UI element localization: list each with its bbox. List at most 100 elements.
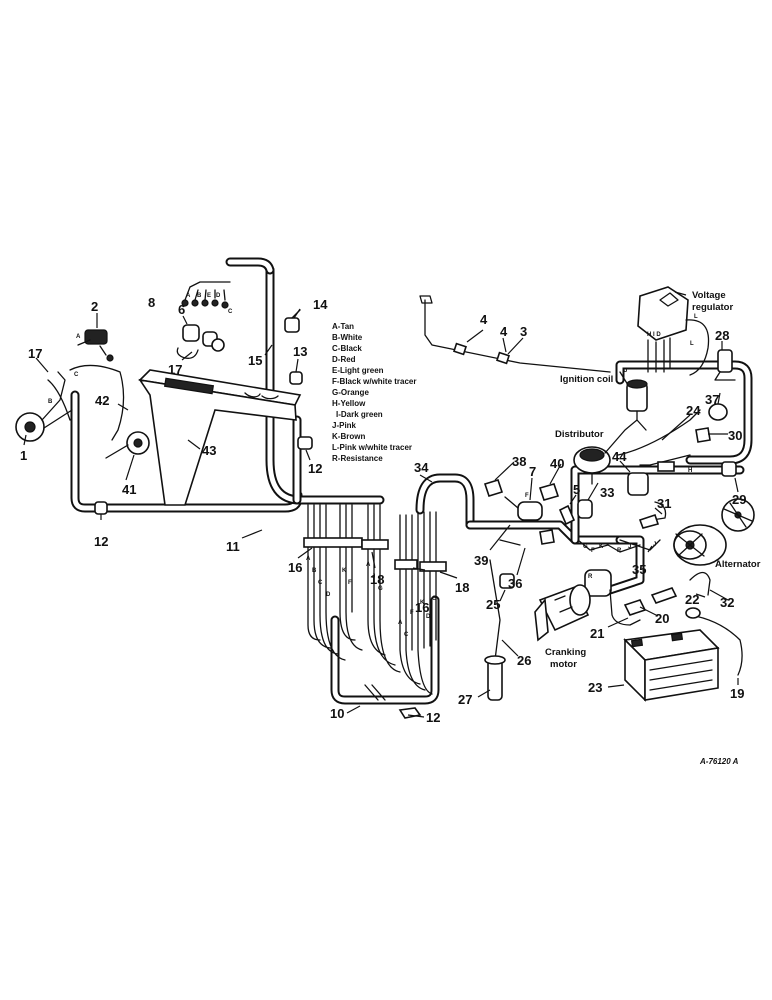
light-switch [15, 371, 73, 442]
cranking-motor [534, 584, 591, 642]
lower-loop-harness [330, 595, 440, 705]
wire-color-legend: A-Tan B-White C-Black D-Red E-Light gree… [332, 322, 416, 463]
headlight-wire [419, 295, 611, 373]
voltage-regulator: H I D L [637, 286, 710, 376]
callout-19: 19 [730, 686, 744, 701]
svg-text:F: F [591, 548, 595, 554]
part-44 [627, 454, 691, 496]
wire-letter: L [690, 341, 694, 347]
wire-letter: F [525, 493, 529, 499]
callout-18: 18 [370, 572, 384, 587]
cranking-motor-label: Cranking [545, 647, 586, 658]
callout-20: 20 [655, 611, 669, 626]
callout-numbers: 1 2 3 4 4 5 6 7 8 10 11 12 12 12 13 14 1… [20, 295, 746, 725]
part-31 [638, 501, 667, 529]
callout-39: 39 [474, 553, 488, 568]
ignition-coil [619, 371, 648, 431]
legend-line: F-Black w/white tracer [332, 377, 416, 386]
alternator-label: Alternator [715, 559, 761, 570]
wire-letter: B [48, 399, 53, 405]
legend-line: G-Orange [332, 388, 369, 397]
wire-letter: A [76, 334, 81, 340]
wire-letter: R [588, 574, 593, 580]
clips [94, 309, 515, 719]
part-29 [721, 461, 755, 532]
voltage-regulator-label: Voltage [692, 290, 726, 301]
callout-12: 12 [426, 710, 440, 725]
svg-text:L: L [694, 314, 698, 320]
svg-text:J: J [628, 544, 631, 550]
svg-text:C: C [404, 632, 409, 638]
callout-25: 25 [486, 597, 500, 612]
callout-3: 3 [520, 324, 527, 339]
callout-35: 35 [632, 562, 646, 577]
callout-38: 38 [512, 454, 526, 469]
dash-connectors [176, 281, 231, 359]
callout-21: 21 [590, 626, 604, 641]
callout-5: 5 [573, 482, 580, 497]
callout-4: 4 [480, 312, 488, 327]
callout-42: 42 [95, 393, 109, 408]
battery-cables [609, 589, 743, 676]
callout-arrows [23, 291, 739, 718]
callout-36: 36 [508, 576, 522, 591]
battery [623, 629, 720, 702]
wire-24 [617, 409, 701, 456]
wire-letter-marks: A B E D C C B A J L F H R [48, 293, 694, 580]
legend-line: B-White [332, 333, 363, 342]
legend-line: I-Dark green [336, 410, 383, 419]
legend-line: A-Tan [332, 322, 354, 331]
svg-text:K: K [342, 568, 347, 574]
svg-text:R: R [617, 548, 622, 554]
ignition-switch [77, 329, 114, 362]
wire-letter: A [186, 293, 191, 299]
callout-41: 41 [122, 482, 136, 497]
callout-27: 27 [458, 692, 472, 707]
callout-30: 30 [728, 428, 742, 443]
part-30 [695, 427, 711, 443]
callout-17: 17 [28, 346, 42, 361]
callout-14: 14 [313, 297, 328, 312]
callout-4: 4 [500, 324, 508, 339]
legend-line: D-Red [332, 355, 356, 364]
svg-text:C: C [318, 580, 323, 586]
svg-text:A: A [398, 620, 403, 626]
callout-10: 10 [330, 706, 344, 721]
component-labels: Voltage regulator Ignition coil Distribu… [545, 290, 761, 766]
callout-18: 18 [455, 580, 469, 595]
svg-text:B: B [312, 568, 317, 574]
legend-line: C-Black [332, 344, 362, 353]
distributor [573, 419, 638, 485]
distributor-label: Distributor [555, 429, 604, 440]
callout-31: 31 [657, 496, 671, 511]
alternator [673, 524, 727, 566]
callout-11: 11 [226, 539, 240, 554]
wire-letter: D [216, 293, 221, 299]
callout-2: 2 [91, 299, 98, 314]
svg-text:K: K [420, 600, 425, 606]
svg-text:A: A [306, 556, 311, 562]
cranking-motor-label: motor [550, 659, 577, 670]
wire-letter: C [228, 309, 233, 315]
svg-text:D: D [426, 614, 431, 620]
part-28 [714, 349, 736, 381]
legend-line: L-Pink w/white tracer [332, 443, 412, 452]
callout-15: 15 [248, 353, 262, 368]
part-26-27 [484, 539, 521, 701]
main-harness-left [70, 257, 385, 513]
callout-12: 12 [308, 461, 322, 476]
ignition-coil-label: Ignition coil [560, 374, 613, 385]
voltage-regulator-label: regulator [692, 302, 733, 313]
part-32 [689, 571, 711, 596]
cable-42 [47, 364, 125, 441]
callout-1: 1 [20, 448, 27, 463]
wire-letter: H [688, 468, 692, 474]
figure-code: A-76120 A [699, 757, 739, 766]
callout-13: 13 [293, 344, 307, 359]
dash-panel [138, 369, 302, 506]
callout-16: 16 [415, 600, 429, 615]
wire-letter: E [207, 293, 211, 299]
callout-44: 44 [612, 449, 627, 464]
callout-29: 29 [732, 492, 746, 507]
